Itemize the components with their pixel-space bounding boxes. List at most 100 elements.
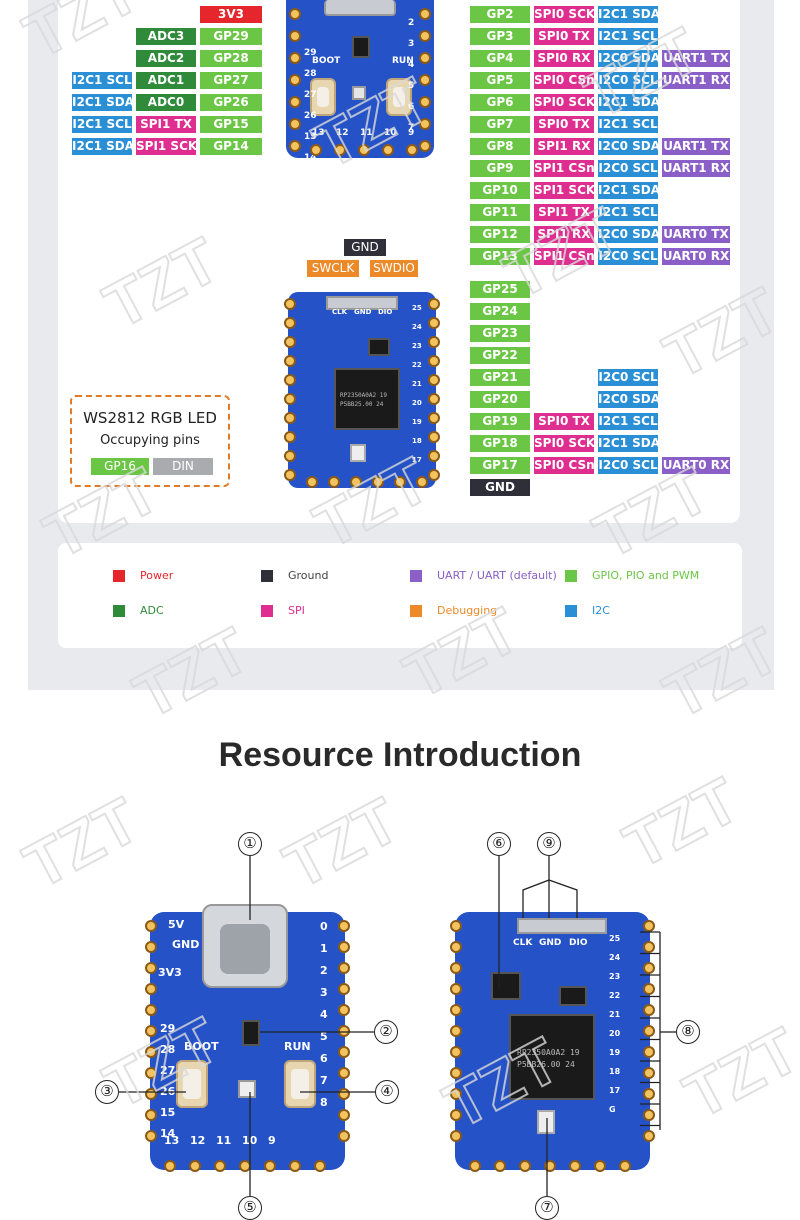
pin-pad xyxy=(406,144,418,156)
pin-number: 11 xyxy=(216,1134,232,1147)
pin-number: G xyxy=(609,1105,616,1114)
pin-pad xyxy=(338,941,350,953)
pin-label-right: I2C0 SDA xyxy=(598,226,661,243)
pin-number: 25 xyxy=(412,304,422,312)
legend-swatch xyxy=(410,570,422,582)
pin-pad xyxy=(284,393,296,405)
pin-number: 4 xyxy=(408,60,415,70)
pin-pad xyxy=(338,1088,350,1100)
back-ws2812 xyxy=(537,1110,555,1134)
pin-pad xyxy=(145,941,157,953)
legend-swatch xyxy=(410,605,422,617)
pin-label-left: 3V3 xyxy=(200,6,262,23)
chip-top xyxy=(352,36,370,58)
pin-label-right: GP2 xyxy=(470,6,530,23)
legend-label: ADC xyxy=(140,604,164,617)
pin-number: 6 xyxy=(320,1052,328,1065)
pin-label-right: GP9 xyxy=(470,160,530,177)
pin-pad xyxy=(450,962,462,974)
pin-number: 12 xyxy=(190,1134,206,1147)
pin-number: 7 xyxy=(320,1074,328,1087)
pin-number: 9 xyxy=(408,128,415,138)
back-chip-marking-1: RP2350A0A2 19 xyxy=(517,1048,580,1057)
front-run-label: RUN xyxy=(284,1040,311,1053)
pin-label-bottom: I2C1 SDA xyxy=(598,435,661,452)
pin-pad xyxy=(643,1046,655,1058)
pin-number: 20 xyxy=(609,1029,621,1038)
pin-label-bottom: GP23 xyxy=(470,325,530,342)
pin-label-right: GP3 xyxy=(470,28,530,45)
legend-swatch xyxy=(261,570,273,582)
legend-label: Ground xyxy=(288,569,329,582)
pin-label-right: GP4 xyxy=(470,50,530,67)
callout-9: ⑨ xyxy=(537,832,561,856)
pin-label-left: GP27 xyxy=(200,72,262,89)
back-flash-chip xyxy=(491,972,521,1000)
pin-label-right: GP13 xyxy=(470,248,530,265)
pin-label-right: I2C1 SCL xyxy=(598,116,658,133)
pin-pad xyxy=(419,74,431,86)
pin-number: 18 xyxy=(412,437,422,445)
usb-c-connector xyxy=(324,0,396,16)
pin-label-bottom: GP18 xyxy=(470,435,530,452)
pin-pad xyxy=(450,1025,462,1037)
gnd-pad-label: GND xyxy=(354,308,372,316)
pin-pad xyxy=(338,920,350,932)
pin-pad xyxy=(284,431,296,443)
pin-pad xyxy=(189,1160,201,1172)
pin-pad xyxy=(338,1004,350,1016)
pin-pad xyxy=(394,476,406,488)
legend-panel xyxy=(58,543,742,648)
pin-pad xyxy=(469,1160,481,1172)
pin-pad xyxy=(643,1109,655,1121)
pin-label-bottom: GP20 xyxy=(470,391,530,408)
pin-pad xyxy=(428,431,440,443)
pin-number: 29 xyxy=(304,48,317,58)
pin-number: 0 xyxy=(320,920,328,933)
pin-label-right: SPI0 RX xyxy=(534,50,594,67)
legend-label: I2C xyxy=(592,604,610,617)
pin-pad xyxy=(264,1160,276,1172)
boot-button xyxy=(310,78,336,116)
pin-pad xyxy=(428,469,440,481)
pin-pad xyxy=(289,74,301,86)
pin-label-right: GP7 xyxy=(470,116,530,133)
pin-label-right: UART1 TX xyxy=(662,138,730,155)
pin-pad xyxy=(643,962,655,974)
pin-number: 21 xyxy=(609,1010,621,1019)
pin-number: 24 xyxy=(412,323,422,331)
chip-marking-2: P5BB25.00 24 xyxy=(340,401,384,408)
callout-1: ① xyxy=(238,832,262,856)
pin-pad xyxy=(450,1067,462,1079)
pin-label-right: UART0 TX xyxy=(662,226,730,243)
pin-pad xyxy=(338,962,350,974)
legend-swatch xyxy=(565,605,577,617)
pin-pad xyxy=(145,1025,157,1037)
pin-label-right: GP8 xyxy=(470,138,530,155)
pin-label-left: I2C1 SDA xyxy=(72,94,135,111)
callout-6: ⑥ xyxy=(487,832,511,856)
pin-label-right: GP11 xyxy=(470,204,530,221)
pin-pad xyxy=(289,30,301,42)
pin-pad xyxy=(594,1160,606,1172)
callout-8: ⑧ xyxy=(676,1020,700,1044)
pin-label-right: GP5 xyxy=(470,72,530,89)
pin-pad xyxy=(382,144,394,156)
pin-number: 5 xyxy=(320,1030,328,1043)
pin-label-right: UART1 TX xyxy=(662,50,730,67)
pin-pad xyxy=(428,317,440,329)
pin-number: 21 xyxy=(412,380,422,388)
pin-number: 28 xyxy=(160,1043,176,1056)
pin-number: 3 xyxy=(320,986,328,999)
pin-pad xyxy=(328,476,340,488)
pin-number: 23 xyxy=(412,342,422,350)
pin-number: 13 xyxy=(164,1134,180,1147)
pin-pad xyxy=(428,336,440,348)
pin-number: 17 xyxy=(609,1086,621,1095)
pin-label-bottom: GP19 xyxy=(470,413,530,430)
swclk-label: SWCLK xyxy=(307,260,359,277)
pin-pad xyxy=(214,1160,226,1172)
board-back: CLK GND DIO RP2350A0A2 19 P5BB25.00 24 2… xyxy=(284,292,440,488)
pin-label-right: SPI0 CSn xyxy=(534,72,595,89)
